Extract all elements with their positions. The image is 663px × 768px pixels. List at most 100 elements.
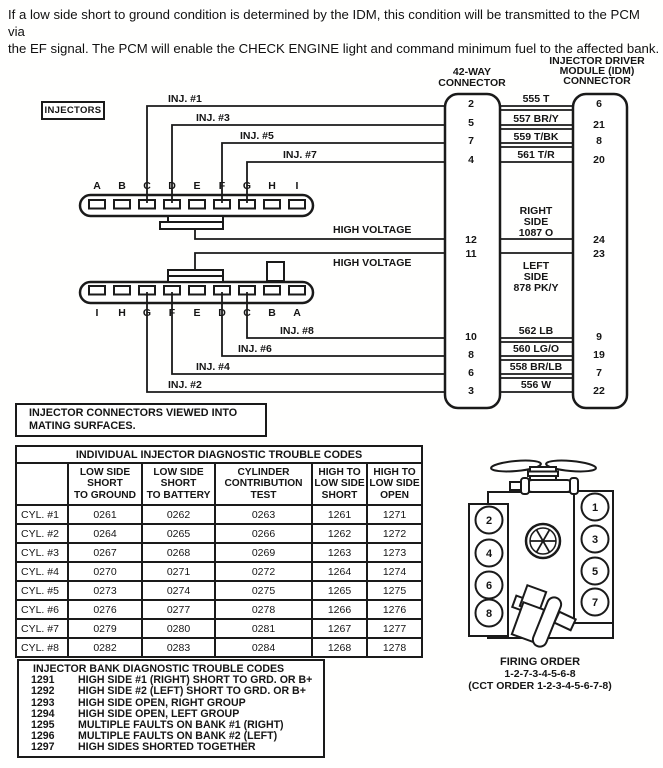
wire-circuit-label: 561 T/R bbox=[517, 149, 555, 161]
bank-code: 1291 bbox=[31, 674, 55, 687]
dtc-code: 1275 bbox=[365, 580, 424, 601]
pin-slot bbox=[188, 199, 206, 210]
pin-letter: H bbox=[268, 180, 276, 192]
pin-number-42way: 3 bbox=[468, 385, 474, 397]
wire-circuit-label: 555 T bbox=[523, 93, 550, 105]
top-pin-letters: A B C D E F G H I bbox=[93, 180, 298, 192]
dtc-code: 0280 bbox=[141, 618, 216, 639]
cylinder-number: 8 bbox=[486, 608, 492, 620]
right-bank-cylinders: 1 3 5 7 bbox=[580, 492, 610, 617]
left-bank-cylinders: 2 4 6 8 bbox=[474, 505, 504, 628]
pin-number-idm: 19 bbox=[593, 349, 605, 361]
top-injector-connector bbox=[78, 193, 315, 230]
dtc-code: 1271 bbox=[365, 504, 424, 525]
bank-code-desc: HIGH SIDE #1 (RIGHT) SHORT TO GRD. OR B+ bbox=[78, 674, 313, 687]
idm-connector-title: INJECTOR DRIVER MODULE (IDM) CONNECTOR bbox=[549, 55, 645, 87]
bank-code: 1294 bbox=[31, 707, 55, 720]
dtc-code: 0276 bbox=[67, 599, 143, 620]
viewed-note-line2: MATING SURFACES. bbox=[29, 419, 136, 432]
pin-letter: A bbox=[93, 180, 101, 192]
pin-letter: B bbox=[118, 180, 126, 192]
bank-code-desc: HIGH SIDE #2 (LEFT) SHORT TO GRD. OR B+ bbox=[78, 685, 306, 698]
cylinder-number: 4 bbox=[486, 548, 493, 560]
dtc-code: 0274 bbox=[141, 580, 216, 601]
pin-number-idm: 23 bbox=[593, 248, 605, 260]
pin-number-idm: 21 bbox=[593, 119, 605, 131]
pin-number-idm: 22 bbox=[593, 385, 605, 397]
intro-note-line2: the EF signal. The PCM will enable the C… bbox=[8, 41, 660, 56]
viewed-note-line1: INJECTOR CONNECTORS VIEWED INTO bbox=[29, 407, 238, 419]
pin-letter: E bbox=[193, 180, 200, 192]
dtc-code: 1274 bbox=[365, 561, 424, 582]
cyl-label: CYL. #8 bbox=[15, 637, 69, 658]
dtc-code: 0269 bbox=[214, 542, 313, 563]
dtc-code: 0279 bbox=[67, 618, 143, 639]
intro-note: If a low side short to ground condition … bbox=[8, 6, 660, 57]
svg-text:RIGHT: RIGHT bbox=[520, 205, 553, 217]
bank-code-desc: HIGH SIDE OPEN, RIGHT GROUP bbox=[78, 696, 246, 709]
bank-code: 1295 bbox=[31, 719, 55, 732]
dtc-code: 0284 bbox=[214, 637, 313, 658]
dtc-code: 0278 bbox=[214, 599, 313, 620]
pin-number-42way: 12 bbox=[465, 234, 477, 246]
dtc-code: 0263 bbox=[214, 504, 313, 525]
cyl-label: CYL. #5 bbox=[15, 580, 69, 601]
cyl-label: CYL. #7 bbox=[15, 618, 69, 639]
bank-code: 1297 bbox=[31, 741, 55, 754]
dtc-code: 1268 bbox=[311, 637, 368, 658]
connector-tab bbox=[159, 221, 224, 230]
bank-code-desc: MULTIPLE FAULTS ON BANK #1 (RIGHT) bbox=[78, 719, 284, 732]
firing-order-sequence: 1-2-7-3-4-5-6-8 bbox=[504, 668, 575, 680]
pin-number-42way: 7 bbox=[468, 135, 474, 147]
pin-letter: B bbox=[268, 307, 276, 319]
cylinder-number: 2 bbox=[486, 515, 492, 527]
dtc-code: 0272 bbox=[214, 561, 313, 582]
inj-wire-label: INJ. #5 bbox=[240, 130, 274, 142]
bank-code-item: 1291 HIGH SIDE #1 (RIGHT) SHORT TO GRD. O… bbox=[19, 674, 323, 687]
dtc-code: 1276 bbox=[365, 599, 424, 620]
pin-number-idm: 9 bbox=[596, 331, 602, 343]
svg-text:LEFT: LEFT bbox=[523, 260, 550, 272]
left-side-circuit-label: LEFT SIDE 878 PK/Y bbox=[514, 260, 559, 294]
dtc-code: 0281 bbox=[214, 618, 313, 639]
dtc-code: 0261 bbox=[67, 504, 143, 525]
pin-number-42way: 5 bbox=[468, 117, 474, 129]
dtc-code: 0267 bbox=[67, 542, 143, 563]
pin-slot bbox=[88, 199, 106, 210]
inj-wire-label: INJ. #3 bbox=[196, 112, 230, 124]
dtc-table-title: INDIVIDUAL INJECTOR DIAGNOSTIC TROUBLE C… bbox=[14, 445, 424, 464]
cylinder-number: 1 bbox=[592, 502, 598, 514]
pin-number-42way: 10 bbox=[465, 331, 477, 343]
connector-tab bbox=[167, 275, 224, 283]
pin-slot bbox=[288, 199, 306, 210]
svg-text:SIDE: SIDE bbox=[524, 216, 549, 228]
dtc-code: 0275 bbox=[214, 580, 313, 601]
svg-text:1087 O: 1087 O bbox=[519, 227, 553, 239]
pin-slot bbox=[113, 285, 131, 296]
dtc-code: 1277 bbox=[365, 618, 424, 639]
inj-wire-label: INJ. #4 bbox=[196, 361, 230, 373]
corner-cell bbox=[15, 462, 69, 506]
dtc-code: 1262 bbox=[311, 523, 368, 544]
dtc-code: 0264 bbox=[67, 523, 143, 544]
wire-circuit-label: 560 LG/O bbox=[513, 343, 559, 355]
dtc-code: 1273 bbox=[365, 542, 424, 563]
distributor-icon bbox=[510, 583, 578, 648]
dtc-code: 0268 bbox=[141, 542, 216, 563]
bank-code: 1296 bbox=[31, 730, 55, 743]
dtc-code: 1266 bbox=[311, 599, 368, 620]
pin-number-idm: 7 bbox=[596, 367, 602, 379]
top-injector-wires bbox=[146, 105, 573, 203]
inj-wire-label: INJ. #2 bbox=[168, 379, 202, 391]
pulley-icon bbox=[524, 522, 562, 560]
dtc-code: 0265 bbox=[141, 523, 216, 544]
